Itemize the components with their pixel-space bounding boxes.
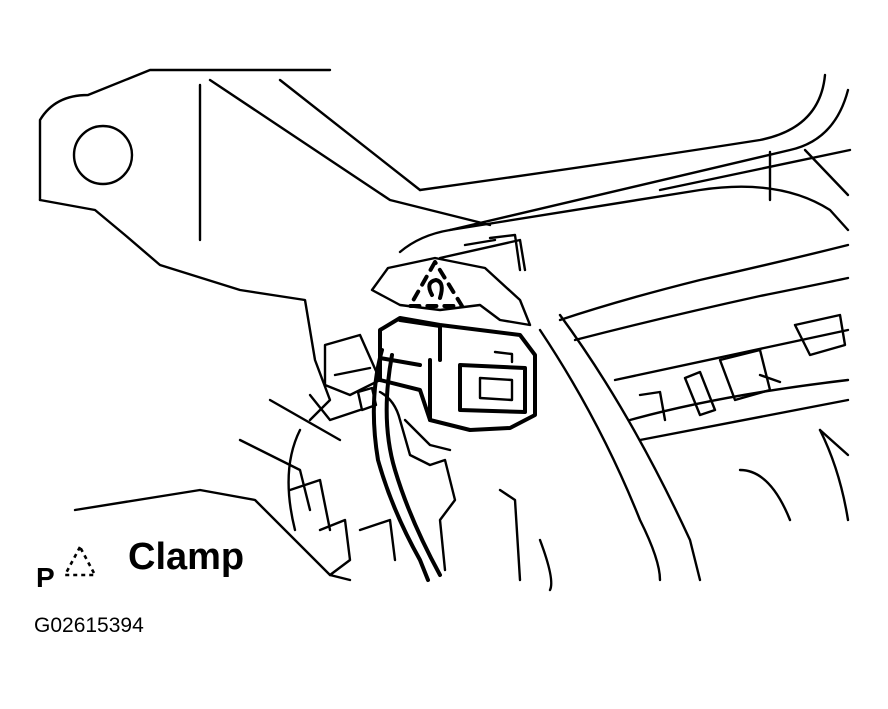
upper-housing <box>198 73 852 242</box>
lower-components <box>73 333 553 592</box>
bolt-hole <box>72 124 134 186</box>
main-module <box>398 185 850 582</box>
mounting-bracket <box>38 68 332 422</box>
figure-id: G02615394 <box>34 614 144 637</box>
clamp-bracket <box>370 233 532 327</box>
dashed-triangle-icon <box>62 544 98 577</box>
electrical-connector <box>378 316 537 432</box>
legend-prefix: P <box>36 562 55 593</box>
clamp-triangle-icon <box>408 260 464 308</box>
legend-label: Clamp <box>128 536 245 578</box>
wire-harness <box>356 348 457 582</box>
